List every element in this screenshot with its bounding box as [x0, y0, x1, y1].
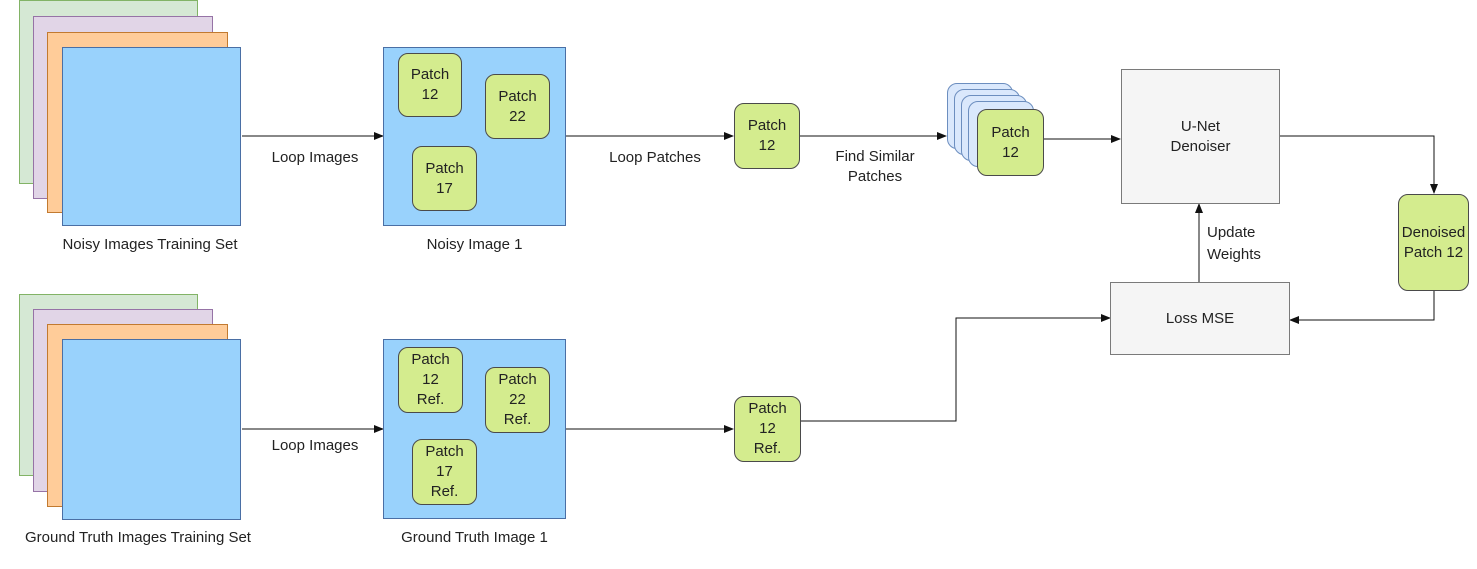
- noisy-patch-22: Patch 22: [485, 74, 550, 139]
- selected-gt-patch: Patch 12 Ref.: [734, 396, 801, 462]
- arrow-denoised-to-loss: [1289, 291, 1435, 324]
- gt-patch-17-ref: Patch 17 Ref.: [412, 439, 477, 505]
- gt-patch-12-ref: Patch 12 Ref.: [398, 347, 463, 413]
- noisy-loop-images-label: Loop Images: [271, 149, 359, 166]
- selected-noisy-patch: Patch 12: [734, 103, 800, 169]
- noisy-stack-layer-front: [62, 47, 241, 226]
- noisy-patch-17: Patch 17: [412, 146, 477, 211]
- noisy-image-label: Noisy Image 1: [426, 236, 523, 253]
- loop-patches-label: Loop Patches: [609, 149, 701, 166]
- gt-set-label: Ground Truth Images Training Set: [25, 529, 251, 546]
- gt-patch-22-ref: Patch 22 Ref.: [485, 367, 550, 433]
- denoised-patch: Denoised Patch 12: [1398, 194, 1469, 291]
- arrow-gt-patch-to-loss: [801, 314, 1111, 422]
- loss-mse-box: Loss MSE: [1110, 282, 1290, 355]
- noisy-set-label: Noisy Images Training Set: [62, 236, 238, 253]
- similar-stack-front-patch: Patch 12: [977, 109, 1044, 176]
- find-similar-label: Find Similar Patches: [835, 148, 915, 185]
- update-weights-label: Update Weights: [1207, 224, 1261, 263]
- gt-loop-images-label: Loop Images: [271, 437, 359, 454]
- unet-denoiser-box: U-Net Denoiser: [1121, 69, 1280, 204]
- arrow-unet-to-denoised: [1280, 135, 1438, 194]
- noisy-patch-12: Patch 12: [398, 53, 462, 117]
- gt-stack-layer-front: [62, 339, 241, 520]
- gt-image-label: Ground Truth Image 1: [401, 529, 548, 546]
